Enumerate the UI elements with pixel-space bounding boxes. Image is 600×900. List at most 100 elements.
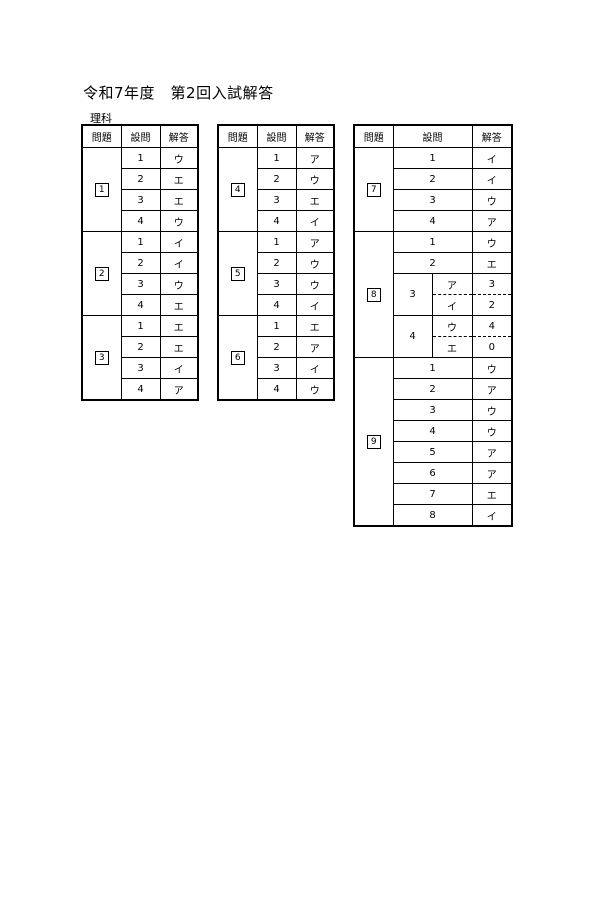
subquestion-cell: 4 bbox=[392, 420, 473, 442]
subquestion-cell: 1 bbox=[392, 357, 473, 379]
answer-cell: ウ bbox=[295, 252, 335, 274]
header-setsumon: 設問 bbox=[256, 124, 297, 148]
question-number-cell: 7 bbox=[353, 147, 394, 232]
question-number-cell: 4 bbox=[217, 147, 258, 232]
subquestion-cell: 3 bbox=[120, 357, 161, 379]
question-number-cell: 2 bbox=[81, 231, 122, 316]
table-row: 9 1 ウ bbox=[353, 357, 513, 527]
table-row: イ 2 bbox=[354, 294, 513, 316]
answer-cell: 0 bbox=[471, 336, 513, 358]
header-setsumon: 設問 bbox=[120, 124, 161, 148]
answer-cell: 3 bbox=[471, 273, 513, 295]
subquestion-cell: 1 bbox=[392, 147, 473, 169]
answer-cell: エ bbox=[295, 189, 335, 211]
question-number: 9 bbox=[366, 434, 381, 449]
table-row: エ 0 bbox=[354, 336, 513, 358]
subquestion-cell: 4 bbox=[120, 294, 161, 316]
answer-cell: ウ bbox=[295, 273, 335, 295]
header-row: 問題 設問 解答 bbox=[353, 124, 513, 148]
table-row: 5 1 ア bbox=[217, 231, 335, 316]
answer-cell: エ bbox=[159, 294, 199, 316]
question-number: 4 bbox=[230, 182, 245, 197]
answer-cell: ウ bbox=[295, 168, 335, 190]
question-number: 2 bbox=[94, 266, 109, 281]
subquestion-cell: 7 bbox=[392, 483, 473, 505]
question-number: 5 bbox=[230, 266, 245, 281]
header-mondai: 問題 bbox=[217, 124, 258, 148]
subquestion-cell: 1 bbox=[256, 147, 297, 169]
answer-cell: ア bbox=[295, 231, 335, 253]
sub-item-cell: エ bbox=[431, 336, 473, 358]
answer-cell: ア bbox=[471, 462, 513, 484]
question-number: 8 bbox=[366, 287, 381, 302]
table-row: 4 ウ 4 bbox=[354, 315, 513, 358]
answer-cell: イ bbox=[295, 210, 335, 232]
answer-cell: 4 bbox=[471, 315, 513, 337]
answer-cell: ウ bbox=[471, 399, 513, 421]
answer-cell: エ bbox=[471, 252, 513, 274]
answer-cell: イ bbox=[295, 294, 335, 316]
answer-cell: エ bbox=[159, 336, 199, 358]
question-number: 7 bbox=[366, 182, 381, 197]
sub-item-cell: ア bbox=[431, 273, 473, 295]
answer-cell: ウ bbox=[159, 273, 199, 295]
question-number-cell: 8 bbox=[353, 231, 394, 358]
answer-cell: ア bbox=[295, 336, 335, 358]
header-row: 問題 設問 解答 bbox=[81, 124, 199, 148]
sub-item-cell: ウ bbox=[431, 315, 473, 337]
answer-cell: ウ bbox=[159, 147, 199, 169]
subquestion-cell: 8 bbox=[392, 504, 473, 527]
table-row: 4 1 ア bbox=[217, 147, 335, 232]
answer-cell: ウ bbox=[295, 378, 335, 401]
page-title: 令和7年度 第2回入試解答 bbox=[83, 84, 274, 102]
subquestion-cell: 1 bbox=[256, 231, 297, 253]
question-number: 3 bbox=[94, 350, 109, 365]
answer-cell: イ bbox=[471, 504, 513, 527]
subject-label: 理科 bbox=[90, 112, 112, 125]
header-kaito: 解答 bbox=[295, 124, 335, 148]
subquestion-cell: 4 bbox=[392, 210, 473, 232]
header-row: 問題 設問 解答 bbox=[217, 124, 335, 148]
subquestion-cell: 1 bbox=[120, 231, 161, 253]
subquestion-cell: 4 bbox=[256, 210, 297, 232]
subquestion-cell: 4 bbox=[256, 294, 297, 316]
subquestion-cell: 4 bbox=[120, 210, 161, 232]
question-number-cell: 1 bbox=[81, 147, 122, 232]
header-kaito: 解答 bbox=[471, 124, 513, 148]
subquestion-cell: 2 bbox=[256, 336, 297, 358]
answer-cell: イ bbox=[471, 147, 513, 169]
subquestion-cell: 3 bbox=[120, 189, 161, 211]
subquestion-cell: 3 bbox=[392, 273, 433, 316]
subquestion-cell: 4 bbox=[120, 378, 161, 401]
table-row: 1 1 ウ bbox=[81, 147, 199, 232]
answer-cell: 2 bbox=[471, 294, 513, 316]
answer-cell: イ bbox=[159, 357, 199, 379]
answer-cell: エ bbox=[159, 315, 199, 337]
answer-cell: ウ bbox=[471, 231, 513, 253]
answer-cell: ウ bbox=[471, 420, 513, 442]
answer-cell: ウ bbox=[471, 357, 513, 379]
answer-cell: ウ bbox=[471, 189, 513, 211]
header-setsumon: 設問 bbox=[392, 124, 473, 148]
table-row: 7 1 イ bbox=[353, 147, 513, 232]
subquestion-cell: 2 bbox=[120, 252, 161, 274]
table-row: 3 ア 3 bbox=[354, 273, 513, 316]
question-number-cell: 9 bbox=[353, 357, 394, 527]
subquestion-cell: 1 bbox=[120, 315, 161, 337]
